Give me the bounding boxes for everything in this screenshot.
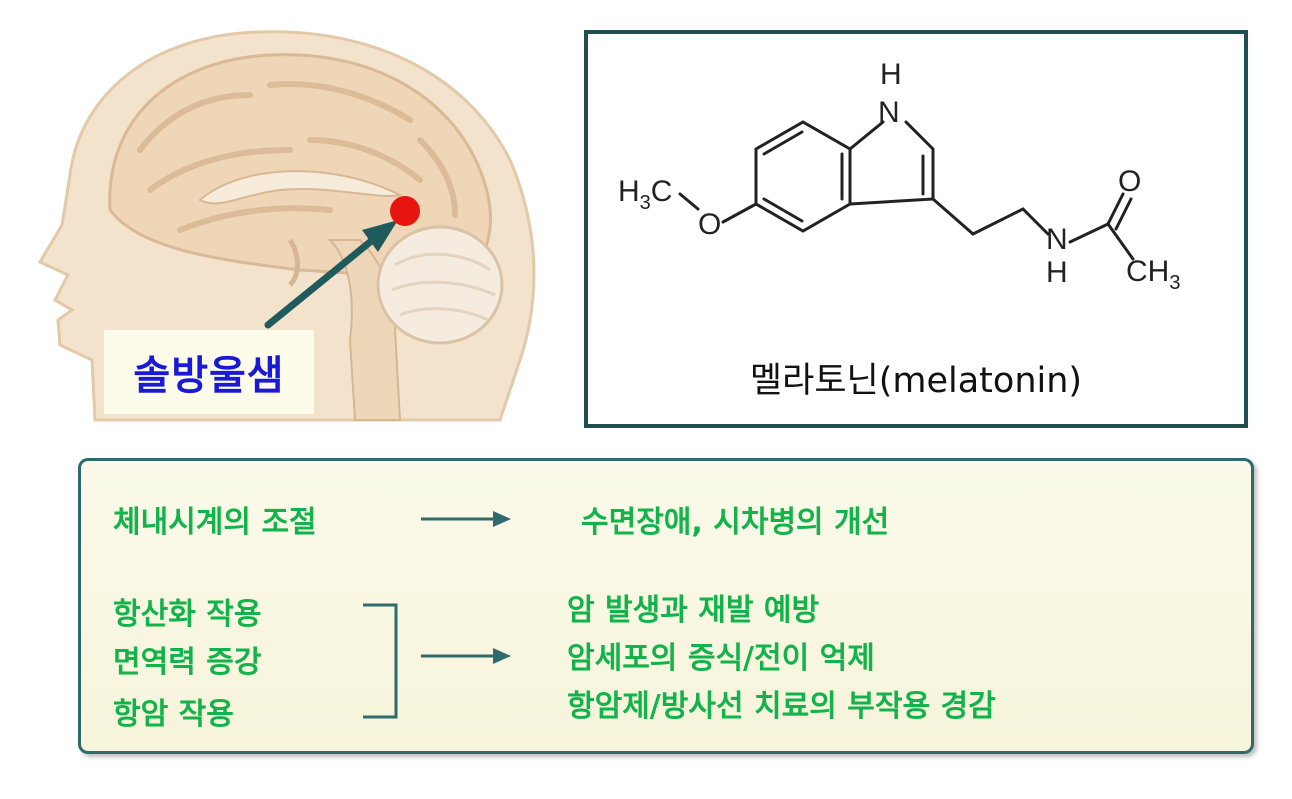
row1-arrow-head: [493, 511, 511, 527]
effect-side-effects: 항암제/방사선 치료의 부작용 경감: [567, 689, 996, 724]
atom-amide-h: H: [1046, 256, 1068, 289]
atom-methoxy-o: O: [698, 208, 721, 241]
atom-amide-n: N: [1046, 223, 1068, 256]
corpus-callosum: [198, 170, 403, 205]
molecule-bonds: [678, 120, 1135, 261]
brain-illustration: 솔방울샘: [0, 0, 560, 430]
atom-methyl: CH3: [1126, 255, 1180, 294]
effect-prevention: 암 발생과 재발 예방: [567, 593, 820, 628]
effect-suppression: 암세포의 증식/전이 억제: [567, 641, 875, 676]
causes-bracket: [363, 603, 398, 719]
pineal-gland-marker: [390, 196, 420, 226]
cause-antioxidant: 항산화 작용: [113, 597, 262, 632]
row2-arrow-head: [493, 648, 511, 664]
molecule-name: 멜라토닌(melatonin): [749, 361, 1083, 401]
effects-connectors: [363, 511, 511, 719]
cerebellum-folds: [391, 252, 496, 322]
atom-nh-h: H: [880, 58, 902, 91]
atom-nh-n: N: [878, 96, 900, 129]
cause-immunity: 면역력 증강: [113, 645, 262, 680]
cerebellum: [376, 225, 504, 345]
melatonin-structure: H N H3C O N H O CH3: [618, 58, 1180, 294]
brain-drawing: [37, 30, 536, 422]
pointer-arrow-head: [362, 220, 398, 252]
pineal-label-box: 솔방울샘: [104, 330, 314, 414]
cause-circadian: 체내시계의 조절: [113, 505, 317, 540]
effect-sleep: 수면장애, 시차병의 개선: [581, 505, 890, 540]
cause-anticancer: 항암 작용: [113, 697, 234, 732]
molecule-panel: H N H3C O N H O CH3 멜라토닌(melatonin): [584, 30, 1248, 428]
pituitary: [287, 238, 300, 287]
brain-gyri: [137, 81, 458, 233]
pointer-arrow-shaft: [264, 234, 379, 329]
atom-methoxy-c: H3C: [618, 175, 672, 214]
effects-panel: 체내시계의 조절 수면장애, 시차병의 개선 항산화 작용 면역력 증강 항암 …: [78, 458, 1254, 754]
atom-carbonyl-o: O: [1118, 165, 1141, 198]
pineal-gland-label: 솔방울샘: [133, 353, 285, 399]
atom-labels: H N H3C O N H O CH3: [618, 58, 1180, 294]
